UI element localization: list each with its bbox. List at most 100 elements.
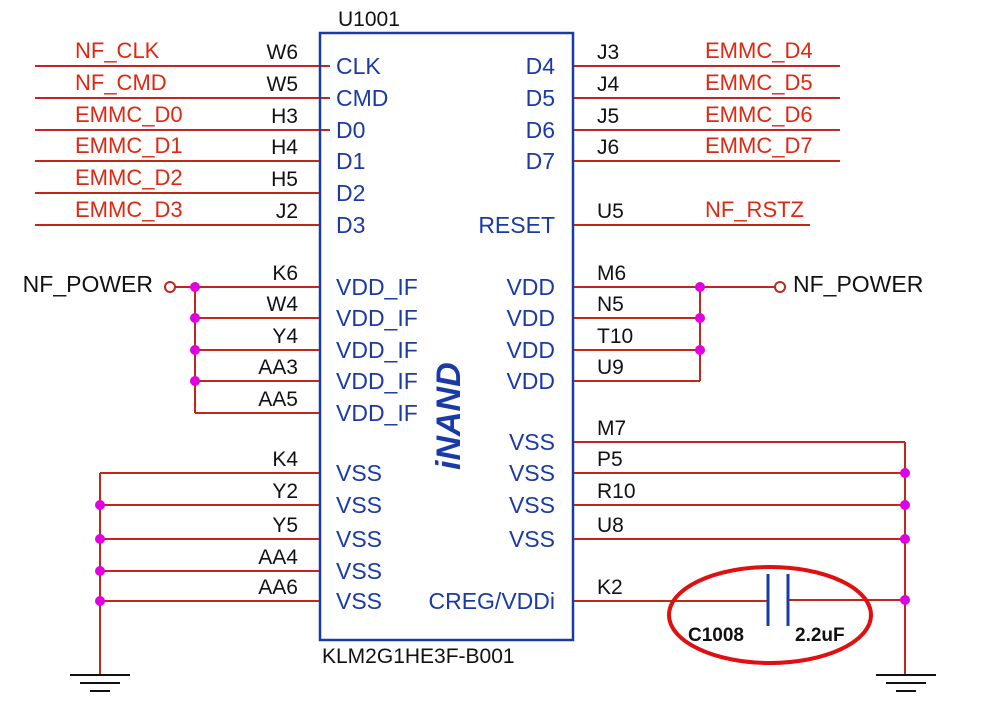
pin-number: W6 [267,41,299,64]
highlight-ellipse [667,565,873,665]
ic-body [318,31,575,642]
net-label: EMMC_D0 [75,102,183,127]
pin-number: W4 [267,293,299,316]
pin-name: CLK [336,53,381,79]
pin-name: RESET [478,212,555,238]
pin-name: VSS [509,460,555,486]
net-label: EMMC_D7 [705,133,813,158]
pin-number: H3 [271,105,298,128]
pin-name: VDD_IF [336,305,418,331]
junction-dot [900,468,910,478]
pin-number: AA3 [258,356,298,379]
pin-number: H4 [271,136,298,159]
pin-number: J5 [597,105,619,128]
pin-name: D5 [526,85,555,111]
power-port-label-right: NF_POWER [793,271,923,297]
brand-label: iNAND [430,362,468,470]
pin-name: D1 [336,148,365,174]
pin-name: D2 [336,180,365,206]
pin-name: VSS [336,588,382,614]
pin-number: U5 [597,200,624,223]
pin-number: U9 [597,356,624,379]
pin-name: VDD [506,368,555,394]
pin-number: N5 [597,293,624,316]
pin-number: P5 [597,448,623,471]
ground-symbol-left [70,674,130,692]
pin-number: T10 [597,325,633,348]
junction-dot [95,596,105,606]
pin-number: Y5 [272,514,298,537]
net-label: EMMC_D1 [75,133,183,158]
ground-symbol-right [876,674,936,692]
net-label: EMMC_D3 [75,197,183,222]
pin-name: D3 [336,212,365,238]
junction-dot [190,345,200,355]
junction-dot [695,313,705,323]
junction-dot [900,500,910,510]
pin-number: M6 [597,262,626,285]
junction-dot [190,313,200,323]
pin-name: D0 [336,117,365,143]
pin-number: K6 [272,262,298,285]
pin-name: CMD [336,85,388,111]
pin-name: D4 [526,53,556,79]
pin-number: H5 [271,168,298,191]
pin-name: VSS [336,558,382,584]
net-label: EMMC_D6 [705,102,813,127]
pin-number: AA6 [258,576,298,599]
net-label: NF_CLK [75,38,160,63]
pin-number: J6 [597,136,619,159]
pin-number: U8 [597,514,624,537]
pin-name: D6 [526,117,555,143]
junction-dot [695,282,705,292]
pin-number: W5 [267,73,299,96]
pin-number: M7 [597,417,626,440]
pin-name: VSS [509,492,555,518]
pin-name: VSS [336,526,382,552]
pin-name: CREG/VDDi [428,588,555,614]
junction-dot [900,595,910,605]
power-port-left [164,281,176,293]
junction-dot [695,345,705,355]
pin-name: VDD [506,337,555,363]
capacitor-refdes: C1008 [688,625,744,646]
pin-name: VSS [509,526,555,552]
junction-dot [95,500,105,510]
pin-number: Y4 [272,325,298,348]
component-part-number: KLM2G1HE3F-B001 [322,645,515,668]
pin-name: VSS [336,460,382,486]
net-label: EMMC_D5 [705,70,813,95]
pin-number: K4 [272,448,298,471]
pin-number: K2 [597,576,623,599]
junction-dot [190,282,200,292]
pin-number: J3 [597,41,619,64]
pin-number: J4 [597,73,620,96]
pin-name: VDD_IF [336,274,418,300]
power-port-label-left: NF_POWER [23,271,153,297]
component-refdes: U1001 [338,8,400,31]
labels-layer: W6CLKNF_CLKW5CMDNF_CMDH3D0EMMC_D0H4D1EMM… [23,38,924,614]
pin-name: VDD_IF [336,400,418,426]
junction-dots-layer [95,282,910,606]
pin-number: R10 [597,480,636,503]
net-label: EMMC_D2 [75,165,183,190]
pin-number: Y2 [272,480,298,503]
net-label: NF_RSTZ [705,197,804,222]
net-label: NF_CMD [75,70,167,95]
junction-dot [190,376,200,386]
junction-dot [95,534,105,544]
pin-name: VDD_IF [336,368,418,394]
pin-name: VDD [506,274,555,300]
capacitor-value: 2.2uF [795,625,845,646]
junction-dot [95,566,105,576]
net-label: EMMC_D4 [705,38,813,63]
pin-name: D7 [526,148,555,174]
pin-number: AA5 [258,388,298,411]
pin-name: VSS [336,492,382,518]
pin-name: VDD [506,305,555,331]
pin-name: VSS [509,429,555,455]
pin-number: AA4 [258,546,298,569]
pin-name: VDD_IF [336,337,418,363]
power-port-right [774,281,786,293]
